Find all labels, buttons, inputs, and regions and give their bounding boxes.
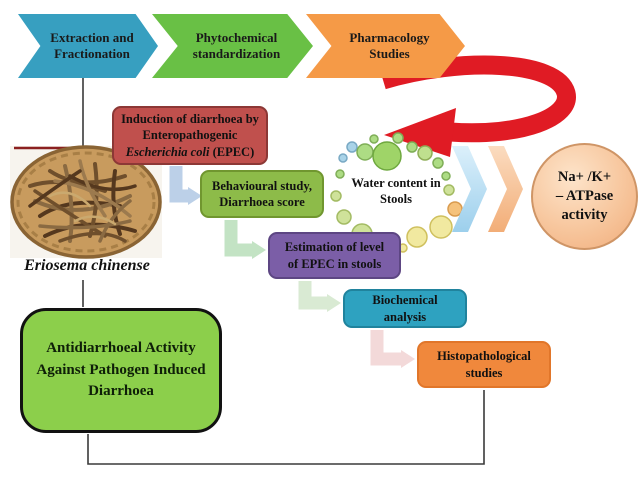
atpase-line3: activity [561,206,608,223]
estimation-box: Estimation of level of EPEC in stools [268,232,401,279]
biochemical-box: Biochemical analysis [343,289,467,328]
biochemical-line2: analysis [383,309,427,324]
step-extraction-chevron: Extraction and Fractionation [18,14,158,78]
species-name-italic: Escherichia coli [125,144,210,159]
atpase-line2: – ATPase [555,188,614,205]
histopathological-line1: Histopathological [437,349,531,364]
elbow-arrow-induction-to-behavioural [169,166,202,205]
water-content-label: Water content in Stools [334,176,458,207]
plant-species-caption: Eriosema chinense [24,257,150,274]
estimation-line2: of EPEC in stools [287,256,382,271]
step-phytochemical-label: Phytochemical standardization [192,29,281,61]
induction-line1: Induction of diarrhoea by [121,112,259,127]
induction-suffix: (EPEC) [209,144,255,159]
forward-double-chevron-icon [452,146,523,232]
induction-line3: Escherichia coli (EPEC) [126,144,254,160]
atpase-circle: Na+ /K+ – ATPase activity [531,143,638,250]
elbow-arrow-biochemical-to-histopathological [370,330,415,368]
induction-line2: Enteropathogenic [142,128,238,143]
biochemical-line1: Biochemical [372,293,438,308]
step-extraction-label: Extraction and Fractionation [50,29,134,61]
behavioural-line1: Behavioural study, [211,178,313,193]
histopathological-box: Histopathological studies [417,341,551,388]
connector-line-outcome-to-histopathology [87,390,485,465]
chevron-shape [18,14,158,78]
outcome-line2: Against Pathogen Induced [36,361,206,378]
elbow-arrow-behavioural-to-estimation [224,220,266,259]
step-pharmacology-label: Pharmacology Studies [349,29,430,61]
chevron-shape [306,14,465,78]
step-pharmacology-chevron: Pharmacology Studies [306,14,465,78]
water-line2: Stools [380,191,412,206]
outcome-box: Antidiarrhoeal Activity Against Pathogen… [20,308,222,433]
histopathological-line2: studies [465,365,503,380]
elbow-arrow-estimation-to-biochemical [298,281,341,312]
behavioural-box: Behavioural study, Diarrhoea score [200,170,324,218]
step-phytochemical-chevron: Phytochemical standardization [152,14,313,78]
chevron-shape [152,14,313,78]
atpase-line1: Na+ /K+ [557,169,612,186]
water-line1: Water content in [351,176,441,190]
induction-box: Induction of diarrhoea by Enteropathogen… [112,106,268,165]
outcome-line1: Antidiarrhoeal Activity [46,339,196,356]
behavioural-line2: Diarrhoea score [219,195,305,209]
estimation-line1: Estimation of level [284,240,385,255]
feedback-curved-arrow-icon [380,55,576,157]
outcome-line3: Diarrhoea [88,383,154,400]
